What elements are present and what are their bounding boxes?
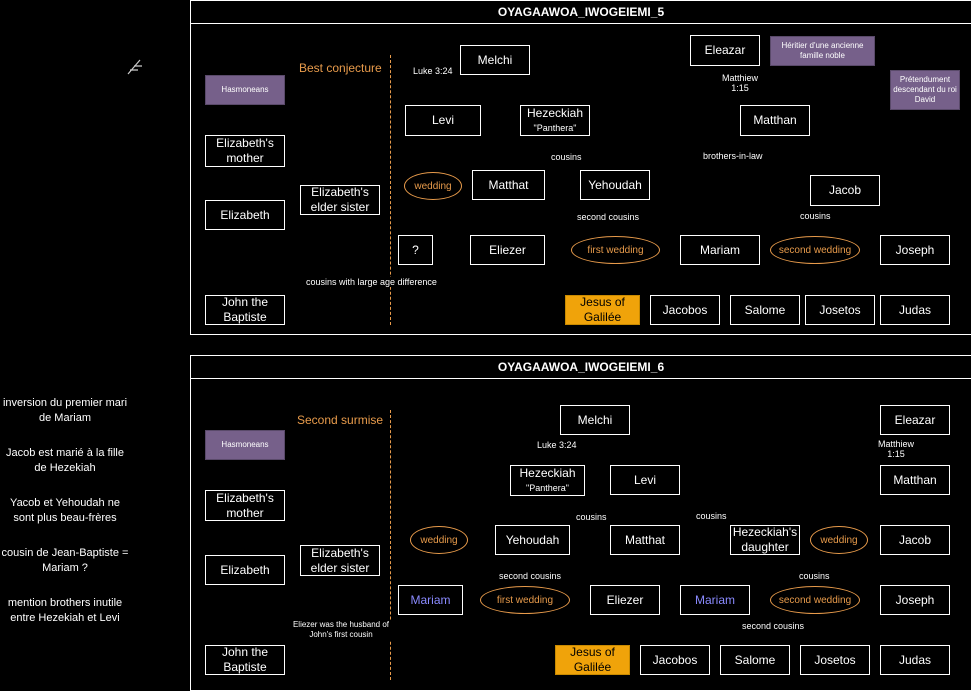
elizabeth-node-2[interactable]: Elizabeth bbox=[205, 555, 285, 585]
hasmoneans-note-2[interactable]: Hasmoneans bbox=[205, 430, 285, 460]
section-label: Best conjecture bbox=[299, 61, 382, 75]
hezeckiah-name: Hezeckiah bbox=[526, 105, 584, 120]
side-note-1: inversion du premier mari de Mariam bbox=[2, 397, 128, 424]
cousins-label-a: cousins bbox=[576, 512, 607, 522]
diagram-1-title: OYAGAAWOA_IWOGEIEMI_5 bbox=[191, 1, 971, 24]
eleazar-node-2[interactable]: Eleazar bbox=[880, 405, 950, 435]
side-note-2: Jacob est marié à la fille de Hezekiah bbox=[6, 447, 124, 474]
judas-node[interactable]: Judas bbox=[880, 295, 950, 325]
josetos-node-2[interactable]: Josetos bbox=[800, 645, 870, 675]
cousins-label-top: cousins bbox=[551, 152, 582, 162]
hezeckiah-name-2: Hezeckiah bbox=[519, 465, 576, 480]
elizabeth-node[interactable]: Elizabeth bbox=[205, 200, 285, 230]
hezeckiah-alias: "Panthera" bbox=[533, 122, 577, 133]
jesus-node[interactable]: Jesus of Galilée bbox=[565, 295, 640, 325]
salome-node-2[interactable]: Salome bbox=[720, 645, 790, 675]
hezeckiah-node[interactable]: Hezeckiah "Panthera" bbox=[520, 105, 590, 136]
jacob-node-2[interactable]: Jacob bbox=[880, 525, 950, 555]
dashed-divider bbox=[390, 55, 391, 325]
pretendument-note[interactable]: Prétendument descendant du roi David bbox=[890, 70, 960, 110]
matthan-node[interactable]: Matthan bbox=[740, 105, 810, 136]
eliezer-node[interactable]: Eliezer bbox=[470, 235, 545, 265]
joseph-node-2[interactable]: Joseph bbox=[880, 585, 950, 615]
jacobos-node[interactable]: Jacobos bbox=[650, 295, 720, 325]
mariam-node[interactable]: Mariam bbox=[680, 235, 760, 265]
levi-node-2[interactable]: Levi bbox=[610, 465, 680, 495]
john-the-baptiste-node-2[interactable]: John the Baptiste bbox=[205, 645, 285, 675]
levi-node[interactable]: Levi bbox=[405, 105, 481, 136]
eliezer-node-2[interactable]: Eliezer bbox=[590, 585, 660, 615]
wedding-ellipse-2[interactable]: wedding bbox=[410, 526, 468, 554]
elizabeths-mother-node[interactable]: Elizabeth's mother bbox=[205, 135, 285, 167]
wedding-ellipse[interactable]: wedding bbox=[404, 172, 462, 200]
matthat-node[interactable]: Matthat bbox=[472, 170, 545, 200]
yehoudah-node[interactable]: Yehoudah bbox=[580, 170, 650, 200]
melchi-node[interactable]: Melchi bbox=[460, 45, 530, 75]
hezeckiah-alias-2: "Panthera" bbox=[526, 482, 569, 493]
cousins-label-right: cousins bbox=[799, 571, 830, 581]
side-note-4: cousin de Jean-Baptiste = Mariam ? bbox=[1, 547, 129, 574]
elizabeths-mother-node-2[interactable]: Elizabeth's mother bbox=[205, 490, 285, 521]
hasmoneans-note[interactable]: Hasmoneans bbox=[205, 75, 285, 105]
dashed-divider-2 bbox=[390, 410, 391, 680]
side-note-3: Yacob et Yehoudah ne sont plus beau-frèr… bbox=[10, 497, 120, 524]
second-cousins-label: second cousins bbox=[577, 212, 640, 222]
second-wedding-ellipse[interactable]: second wedding bbox=[770, 236, 860, 264]
heritier-note[interactable]: Héritier d'une ancienne famille noble bbox=[770, 36, 875, 66]
cousins-label-mid: cousins bbox=[800, 211, 831, 221]
second-wedding-ellipse-2[interactable]: second wedding bbox=[770, 586, 860, 614]
luke-label-2: Luke 3:24 bbox=[537, 440, 577, 450]
section-label-2: Second surmise bbox=[297, 413, 384, 427]
second-cousins-label-bottom: second cousins bbox=[742, 621, 805, 631]
side-note-5: mention brothers inutile entre Hezekiah … bbox=[7, 597, 123, 624]
salome-node[interactable]: Salome bbox=[730, 295, 800, 325]
josetos-node[interactable]: Josetos bbox=[805, 295, 875, 325]
eliezer-note-label: Eliezer was the husband of John's first … bbox=[289, 620, 393, 640]
matthat-node-2[interactable]: Matthat bbox=[610, 525, 680, 555]
hezeckiahs-daughter-node[interactable]: Hezeckiah's daughter bbox=[730, 525, 800, 555]
cousins-label-b: cousins bbox=[696, 511, 727, 521]
mariam-right-node[interactable]: Mariam bbox=[680, 585, 750, 615]
cousins-age-label: cousins with large age difference bbox=[306, 277, 437, 287]
melchi-node-2[interactable]: Melchi bbox=[560, 405, 630, 435]
luke-label: Luke 3:24 bbox=[413, 66, 453, 76]
jacobos-node-2[interactable]: Jacobos bbox=[640, 645, 710, 675]
diagram-2-title: OYAGAAWOA_IWOGEIEMI_6 bbox=[191, 356, 971, 379]
first-wedding-ellipse-2[interactable]: first wedding bbox=[480, 586, 570, 614]
first-wedding-ellipse[interactable]: first wedding bbox=[571, 236, 660, 264]
brothers-in-law-label: brothers-in-law bbox=[703, 151, 763, 161]
jacob-node[interactable]: Jacob bbox=[810, 175, 880, 206]
john-the-baptiste-node[interactable]: John the Baptiste bbox=[205, 295, 285, 325]
matthiew-label: Matthiew 1:15 bbox=[720, 73, 760, 93]
hezeckiah-node-2[interactable]: Hezeckiah "Panthera" bbox=[510, 465, 585, 496]
elder-sister-node-2[interactable]: Elizabeth's elder sister bbox=[300, 545, 380, 576]
second-cousins-label-top: second cousins bbox=[499, 571, 562, 581]
eleazar-node[interactable]: Eleazar bbox=[690, 35, 760, 66]
wedding-ellipse-3[interactable]: wedding bbox=[810, 526, 868, 554]
pencil-icon[interactable] bbox=[124, 56, 146, 78]
matthiew-label-2: Matthiew 1:15 bbox=[876, 439, 916, 459]
jesus-node-2[interactable]: Jesus of Galilée bbox=[555, 645, 630, 675]
matthan-node-2[interactable]: Matthan bbox=[880, 465, 950, 495]
question-node[interactable]: ? bbox=[398, 235, 433, 265]
elder-sister-node[interactable]: Elizabeth's elder sister bbox=[300, 185, 380, 215]
yehoudah-node-2[interactable]: Yehoudah bbox=[495, 525, 570, 555]
joseph-node[interactable]: Joseph bbox=[880, 235, 950, 265]
judas-node-2[interactable]: Judas bbox=[880, 645, 950, 675]
mariam-left-node[interactable]: Mariam bbox=[398, 585, 463, 615]
